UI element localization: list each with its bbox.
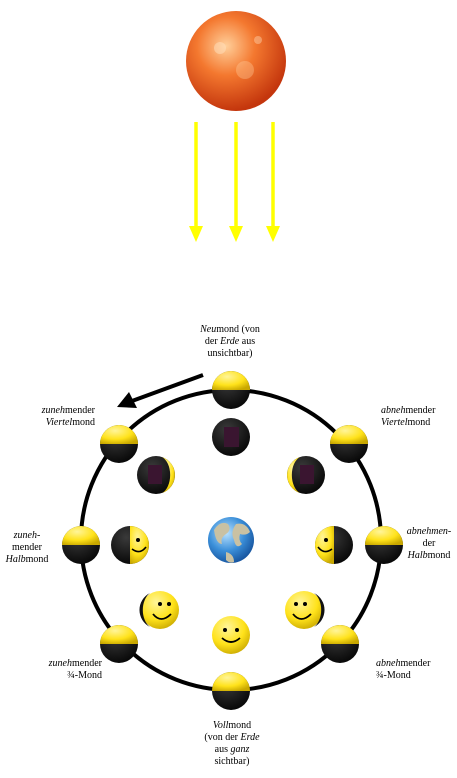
sunlight-arrows <box>189 122 280 242</box>
label-zunehmender-dreiviertelmond: zunehmender ¾-Mond <box>48 658 102 681</box>
moon-inner-abnehmender-halbmond <box>315 526 353 564</box>
label-zunehmender-halbmond: zuneh- mender Halbmond <box>5 530 49 565</box>
moon-inner-abnehmender-viertelmond <box>287 456 325 494</box>
moon-outer-abnehmender-dreiviertelmond <box>321 625 359 663</box>
moon-inner-vollmond <box>212 616 250 654</box>
moon-outer-neumond <box>212 371 250 409</box>
moon-outer-zunehmender-viertelmond <box>100 425 138 463</box>
moon-inner-abnehmender-dreiviertelmond <box>285 591 325 629</box>
sun-icon <box>186 11 286 111</box>
sunlight-arrow <box>229 122 243 242</box>
label-abnehmender-viertelmond: abnehmender Viertelmond <box>381 405 436 428</box>
label-vollmond: Vollmond (von der Erde aus ganz sichtbar… <box>204 720 260 767</box>
sunlight-arrow <box>189 122 203 242</box>
moon-inner-neumond <box>212 418 250 456</box>
label-abnehmender-dreiviertelmond: abnehmender ¾-Mond <box>376 658 431 681</box>
label-neumond: Neumond (von der Erde aus unsichtbar) <box>200 324 260 359</box>
moon-outer-abnehmender-halbmond <box>365 526 403 564</box>
moon-outer-zunehmender-halbmond <box>62 526 100 564</box>
moon-outer-abnehmender-viertelmond <box>330 425 368 463</box>
orbit-direction-arrow <box>117 373 204 408</box>
label-abnehmender-halbmond: abnehmen- der Halbmond <box>406 526 452 561</box>
sunlight-arrow <box>266 122 280 242</box>
moon-outer-zunehmender-dreiviertelmond <box>100 625 138 663</box>
label-zunehmender-viertelmond: zunehmender Viertelmond <box>41 405 95 428</box>
inner-moons <box>111 418 353 654</box>
moon-outer-vollmond <box>212 672 250 710</box>
moon-inner-zunehmender-viertelmond <box>137 456 175 494</box>
outer-moons <box>62 371 403 710</box>
earth-icon <box>208 517 254 563</box>
moon-inner-zunehmender-halbmond <box>111 526 149 564</box>
moon-inner-zunehmender-dreiviertelmond <box>139 591 179 629</box>
